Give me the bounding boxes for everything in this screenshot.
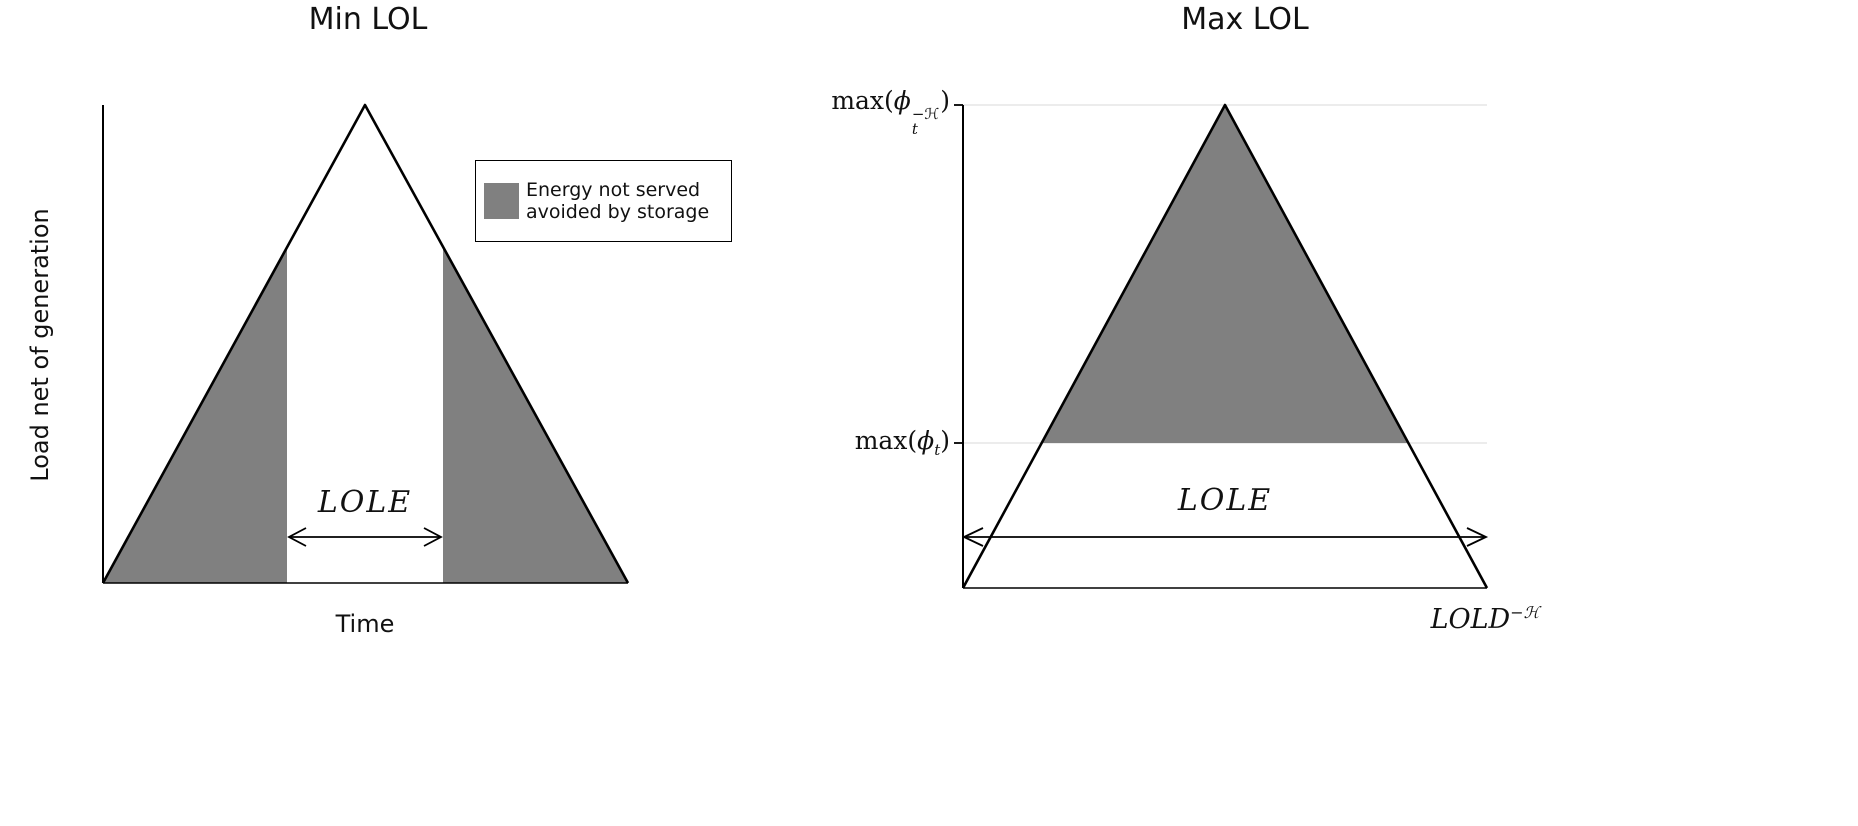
left-triangle-line <box>101 103 630 584</box>
ytick-top-suffix: ) <box>940 86 950 115</box>
left-y-axis-label: Load net of generation <box>26 208 54 482</box>
ytick-mid-suffix: ) <box>940 426 950 455</box>
ytick-mid-subscript: t <box>934 441 941 459</box>
ytick-top-phi: ϕ <box>893 86 911 115</box>
right-shaded-region-peak <box>1042 105 1408 443</box>
right-x-axis-label-superscript: −ℋ <box>1510 603 1540 622</box>
legend-entry-line1: Energy not served <box>526 178 701 201</box>
ytick-mid-prefix: max( <box>854 426 918 455</box>
left-x-axis-label: Time <box>335 610 395 638</box>
legend-swatch-energy-not-served <box>484 183 519 219</box>
ytick-mid-phi: ϕ <box>917 426 935 455</box>
left-plot-title: Min LOL <box>308 2 428 37</box>
ytick-top-prefix: max( <box>831 86 894 115</box>
ytick-top-subscript: t <box>911 120 918 138</box>
right-lole-arrow <box>961 527 1489 547</box>
right-x-axis-label-main: LOLD <box>1430 604 1511 635</box>
right-lole-annotation: LOLE <box>1177 483 1273 518</box>
left-lole-arrow <box>287 527 443 547</box>
right-x-axis-label: LOLD−ℋ <box>1400 603 1570 635</box>
legend: Energy not served avoided by storage <box>475 160 732 242</box>
right-y-tick-label-mid: max(ϕt) <box>752 426 950 459</box>
legend-entry-line2: avoided by storage <box>526 201 710 223</box>
right-triangle-line <box>961 103 1489 589</box>
right-plot-title: Max LOL <box>1181 2 1309 37</box>
left-lole-annotation: LOLE <box>317 485 413 520</box>
ytick-top-superscript: −ℋ <box>911 105 940 123</box>
legend-entry: Energy not served avoided by storage <box>526 179 709 224</box>
